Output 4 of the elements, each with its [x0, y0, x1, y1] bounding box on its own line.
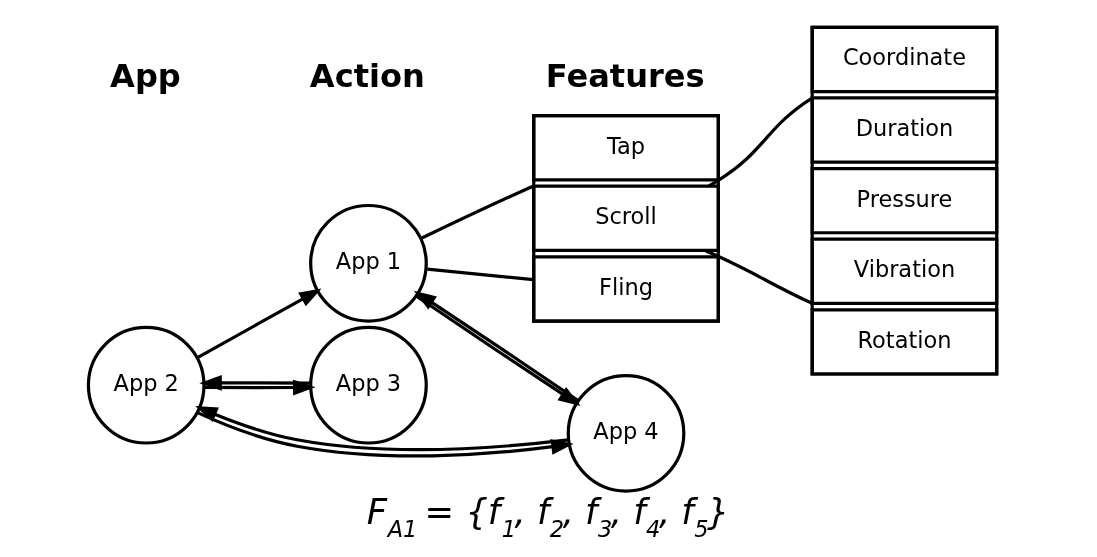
caption: F$_{A1}$ = {f$_{1}$, f$_{2}$, f$_{3}$, f$_{4}$, f$_{5}$} — [366, 491, 730, 543]
label: App — [109, 56, 181, 95]
label: Features — [545, 56, 705, 95]
label: Action — [309, 56, 425, 95]
